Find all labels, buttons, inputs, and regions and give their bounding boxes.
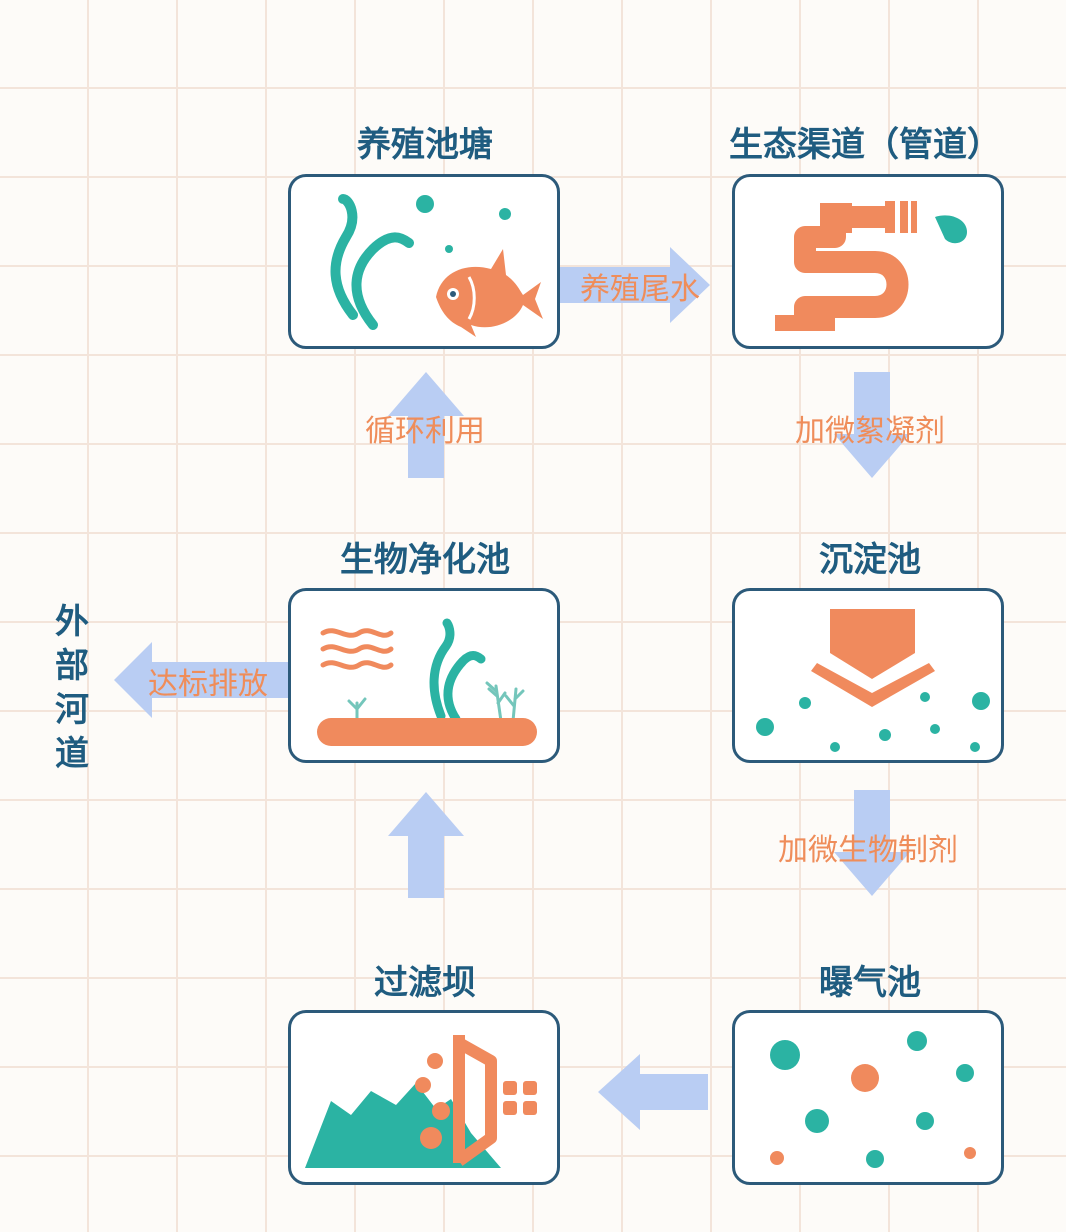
particle-icons xyxy=(415,1053,537,1149)
node-title-bio: 生物净化池 xyxy=(340,540,510,580)
node-box-aerate xyxy=(732,1010,1004,1185)
arrow-bio-to-outlet xyxy=(114,642,288,718)
edge-label-recycle: 循环利用 xyxy=(365,414,485,449)
air-bubble-icons xyxy=(770,1031,976,1168)
sediment-bed xyxy=(317,718,537,746)
particle-icons xyxy=(756,692,990,752)
node-box-settle xyxy=(732,588,1004,763)
edge-label-discharge: 达标排放 xyxy=(148,667,268,702)
outlet-label: 外部河道 xyxy=(55,602,89,774)
edge-label-tailwater: 养殖尾水 xyxy=(580,272,700,307)
node-box-pond xyxy=(288,174,560,349)
node-title-aerate: 曝气池 xyxy=(819,963,921,1003)
bubble-icons xyxy=(416,195,511,253)
seaweed-icon xyxy=(330,194,414,330)
arrow-channel-to-settle xyxy=(834,372,910,478)
seaweed-icon xyxy=(429,618,486,724)
mountain-icon xyxy=(305,1083,501,1168)
node-title-pond: 养殖池塘 xyxy=(357,125,493,165)
filter-dam-icon xyxy=(453,1035,497,1166)
node-title-dam: 过滤坝 xyxy=(374,963,476,1003)
node-title-channel: 生态渠道（管道） xyxy=(729,125,1001,165)
node-title-settle: 沉淀池 xyxy=(819,540,921,580)
node-box-dam xyxy=(288,1010,560,1185)
edge-label-flocculant: 加微絮凝剂 xyxy=(795,414,945,449)
arrow-pond-to-channel xyxy=(560,247,710,323)
arrow-bio-to-pond xyxy=(388,372,464,478)
arrow-aerate-to-dam xyxy=(598,1054,708,1130)
arrow-dam-to-bio xyxy=(388,792,464,898)
node-box-bio xyxy=(288,588,560,763)
node-box-channel xyxy=(732,174,1004,349)
plant-icon xyxy=(347,681,525,723)
arrow-settle-to-aerate xyxy=(834,790,910,896)
sediment-shape-icon xyxy=(811,609,935,707)
pipe-icon xyxy=(794,206,909,327)
water-drop-icon xyxy=(935,215,967,244)
wave-icon xyxy=(320,628,394,670)
edge-label-microbial: 加微生物制剂 xyxy=(778,833,958,868)
fish-icon xyxy=(436,249,543,337)
